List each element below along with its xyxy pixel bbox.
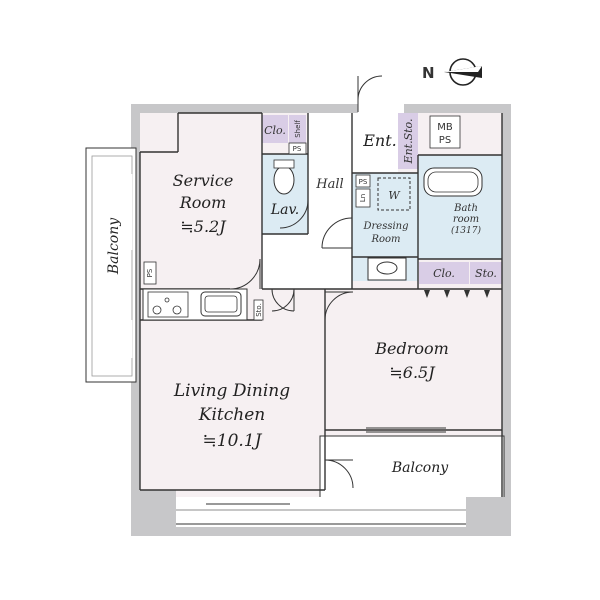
shelf-label: Shelf: [294, 120, 302, 138]
entrance-label: Ent.: [362, 131, 397, 150]
kitchen-storage-label: Sto.: [255, 303, 263, 317]
windows: [129, 174, 446, 505]
bathroom-label-1: Bath: [453, 203, 478, 214]
hall-area: [308, 113, 352, 289]
mb-ps-label: PS: [439, 135, 451, 146]
entrance-area: [352, 113, 398, 173]
hall-label: Hall: [315, 177, 343, 192]
bathroom-label-2: room: [453, 214, 479, 225]
service-room-area: ≒5.2J: [180, 217, 227, 236]
ps-top-label: PS: [293, 145, 302, 153]
bedroom-storage-label: Sto.: [475, 267, 497, 280]
lavatory-label: Lav.: [270, 202, 299, 218]
ps-kitchen-label: PS: [146, 268, 154, 277]
balcony-bottom: [319, 435, 505, 499]
washer-space: [377, 177, 411, 211]
column-bottom-left: [131, 490, 176, 536]
washer-label: W: [388, 189, 401, 202]
shelf-top: [289, 115, 306, 143]
closet-top: [262, 115, 288, 143]
balcony-left: [85, 147, 137, 383]
bedroom-storage: [470, 262, 502, 284]
bedroom-area: ≒6.5J: [389, 363, 436, 382]
ps-dressing-label: PS: [359, 178, 368, 186]
dressing-room-label-2: Room: [370, 234, 400, 245]
ldk-label-2: Kitchen: [198, 405, 265, 425]
entrance-storage-label: Ent.Sto.: [402, 119, 415, 165]
lav-sink: [273, 165, 295, 195]
ldk-label-1: Living Dining: [173, 381, 290, 401]
door-swings: [229, 75, 383, 489]
bathroom-size: (1317): [451, 225, 481, 236]
entrance-storage: [398, 113, 418, 169]
dressing-sink: [376, 261, 398, 275]
compass-icon: [444, 58, 482, 86]
kitchen-sink: [200, 291, 242, 317]
entrance-recess: [358, 96, 404, 116]
bedroom-closet: [419, 262, 469, 284]
closet-top-label: Clo.: [264, 124, 286, 137]
balcony-bottom-label: Balcony: [391, 460, 449, 476]
balcony-left-label: Balcony: [106, 217, 122, 275]
dressing-room-label-1: Dressing: [362, 221, 408, 232]
ldk-area: ≒10.1J: [203, 431, 263, 451]
bedroom-label: Bedroom: [374, 339, 449, 358]
stove: [147, 291, 189, 318]
ln-label: Ln: [359, 194, 367, 202]
bathtub: [423, 167, 483, 197]
mb-ps-box: [429, 115, 461, 149]
bedroom-closet-label: Clo.: [433, 267, 455, 280]
service-room-label-1: Service: [173, 171, 234, 190]
service-room-label-2: Room: [179, 193, 226, 212]
closet-door-marks: [424, 290, 490, 298]
mb-label: MB: [437, 122, 453, 133]
compass-north-label: N: [422, 64, 435, 82]
column-bottom-right: [466, 497, 511, 536]
